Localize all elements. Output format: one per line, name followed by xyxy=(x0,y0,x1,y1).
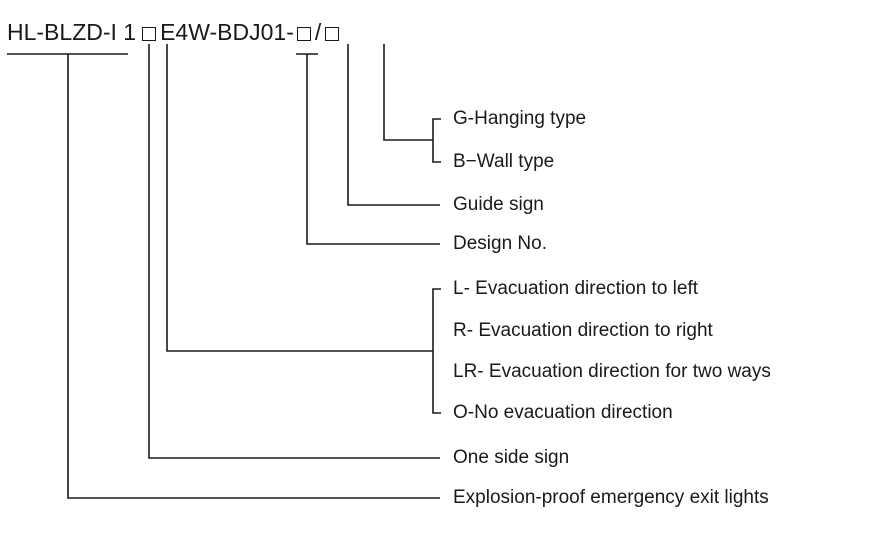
label-design-no: Design No. xyxy=(453,233,547,254)
direction-placeholder-box xyxy=(142,27,157,41)
label-evac-right: R- Evacuation direction to right xyxy=(453,320,713,341)
mount-bracket xyxy=(432,118,441,163)
connector-explosion xyxy=(67,54,440,499)
connector-direction xyxy=(166,44,433,352)
model-code-text: E4W-BDJ xyxy=(160,19,261,45)
mount-placeholder-box xyxy=(325,27,340,41)
label-hanging-type: G-Hanging type xyxy=(453,108,587,129)
connector-mount xyxy=(383,44,433,141)
label-guide-sign: Guide sign xyxy=(453,194,544,215)
connector-guide xyxy=(347,44,440,206)
label-evac-left: L- Evacuation direction to left xyxy=(453,278,699,299)
connector-one-side xyxy=(148,44,440,459)
series-code: HL-BLZD-I xyxy=(7,19,117,45)
slash-separator: / xyxy=(314,19,322,45)
design-code: 01 xyxy=(260,19,287,45)
label-wall-type: B−Wall type xyxy=(453,151,555,172)
dash-separator: - xyxy=(286,19,294,45)
model-code: HL-BLZD-I 1 E4W-BDJ01-/ xyxy=(7,19,340,45)
connector-design xyxy=(306,54,440,245)
direction-bracket xyxy=(432,288,441,414)
label-one-side-sign: One side sign xyxy=(453,447,570,468)
label-no-evac: O-No evacuation direction xyxy=(453,402,673,423)
guide-placeholder-box xyxy=(296,27,311,41)
label-explosion-proof: Explosion-proof emergency exit lights xyxy=(453,487,769,508)
label-evac-two-ways: LR- Evacuation direction for two ways xyxy=(453,361,771,382)
side-code: 1 xyxy=(123,19,137,45)
